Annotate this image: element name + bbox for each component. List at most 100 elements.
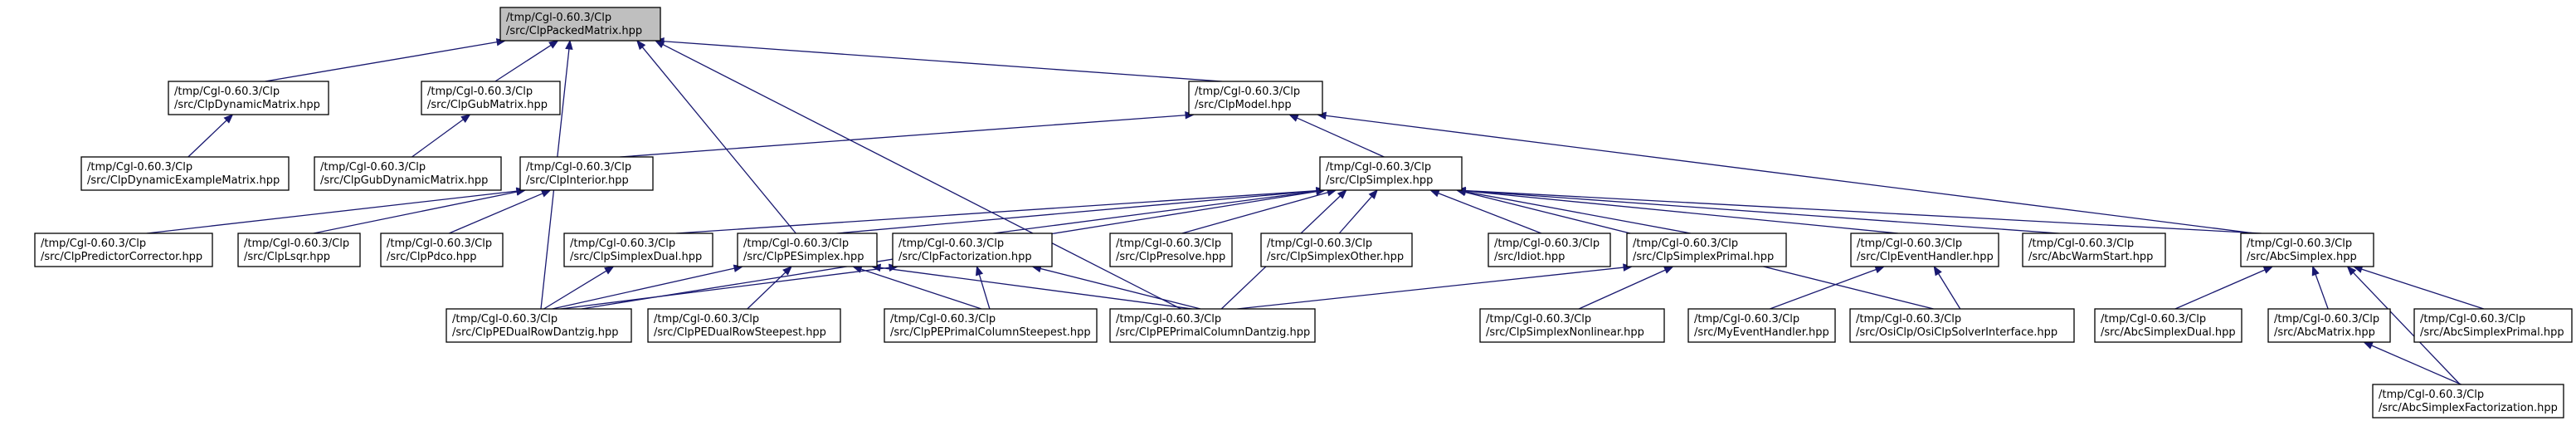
node-box[interactable]	[1488, 233, 1611, 267]
node-box[interactable]	[1626, 233, 1787, 267]
node-box[interactable]	[2372, 384, 2564, 419]
node-path-line1: /tmp/Cgl-0.60.3/Clp	[2379, 389, 2484, 401]
node-path-line1: /tmp/Cgl-0.60.3/Clp	[570, 237, 675, 250]
node-gubmat[interactable]: /tmp/Cgl-0.60.3/Clp/src/ClpGubMatrix.hpp	[421, 81, 561, 115]
node-path-line2: /src/ClpGubDynamicMatrix.hpp	[320, 174, 488, 187]
node-box[interactable]	[1109, 308, 1316, 343]
node-peprimsteep[interactable]: /tmp/Cgl-0.60.3/Clp/src/ClpPEPrimalColum…	[884, 308, 1098, 343]
node-pdco[interactable]: /tmp/Cgl-0.60.3/Clp/src/ClpPdco.hpp	[380, 233, 504, 267]
node-path-line2: /src/ClpPackedMatrix.hpp	[506, 25, 642, 37]
edge-pesimplex-to-simplex	[836, 187, 1327, 234]
node-box[interactable]	[2022, 233, 2166, 267]
node-box[interactable]	[1319, 156, 1463, 191]
node-box[interactable]	[2413, 308, 2573, 343]
node-evhandler[interactable]: /tmp/Cgl-0.60.3/Clp/src/ClpEventHandler.…	[1850, 233, 1999, 267]
node-idiot[interactable]: /tmp/Cgl-0.60.3/Clp/src/Idiot.hpp	[1488, 233, 1611, 267]
node-presolve[interactable]: /tmp/Cgl-0.60.3/Clp/src/ClpPresolve.hpp	[1109, 233, 1233, 267]
node-abcfact[interactable]: /tmp/Cgl-0.60.3/Clp/src/AbcSimplexFactor…	[2372, 384, 2564, 419]
node-box[interactable]	[1188, 81, 1323, 115]
node-pedualsteep[interactable]: /tmp/Cgl-0.60.3/Clp/src/ClpPEDualRowStee…	[647, 308, 841, 343]
edge-presolve-to-simplex	[1181, 188, 1337, 234]
edge-sother-to-simplex	[1338, 188, 1379, 234]
edge-peprimdantz-to-sprimal	[1237, 263, 1634, 310]
node-box[interactable]	[647, 308, 841, 343]
node-dynmat[interactable]: /tmp/Cgl-0.60.3/Clp/src/ClpDynamicMatrix…	[168, 81, 329, 115]
node-path-line1: /tmp/Cgl-0.60.3/Clp	[41, 237, 146, 250]
node-sother[interactable]: /tmp/Cgl-0.60.3/Clp/src/ClpSimplexOther.…	[1260, 233, 1413, 267]
node-box[interactable]	[2267, 308, 2391, 343]
node-path-line2: /src/ClpPEDualRowDantzig.hpp	[452, 326, 618, 339]
node-osiclp[interactable]: /tmp/Cgl-0.60.3/Clp/src/OsiClp/OsiClpSol…	[1849, 308, 2075, 343]
node-box[interactable]	[421, 81, 561, 115]
edge-abcfact-to-abcmatrix	[2363, 341, 2462, 385]
node-path-line1: /tmp/Cgl-0.60.3/Clp	[743, 237, 849, 250]
node-box[interactable]	[168, 81, 329, 115]
edge-dynex-to-dynmat	[187, 114, 234, 158]
edge-abcprimal-to-abcsimplex	[2352, 265, 2485, 310]
node-path-line2: /src/AbcSimplexDual.hpp	[2101, 326, 2236, 339]
node-pesimplex[interactable]: /tmp/Cgl-0.60.3/Clp/src/ClpPESimplex.hpp	[737, 233, 878, 267]
node-box[interactable]	[446, 308, 632, 343]
node-box[interactable]	[1109, 233, 1233, 267]
node-lsqr[interactable]: /tmp/Cgl-0.60.3/Clp/src/ClpLsqr.hpp	[237, 233, 361, 267]
node-myev[interactable]: /tmp/Cgl-0.60.3/Clp/src/MyEventHandler.h…	[1687, 308, 1836, 343]
node-predcorr[interactable]: /tmp/Cgl-0.60.3/Clp/src/ClpPredictorCorr…	[34, 233, 213, 267]
node-box[interactable]	[237, 233, 361, 267]
node-box[interactable]	[1687, 308, 1836, 343]
node-path-line2: /src/ClpPdco.hpp	[387, 251, 477, 263]
node-box[interactable]	[2240, 233, 2374, 267]
edge-pedualrow-to-factor	[560, 263, 899, 310]
node-path-line1: /tmp/Cgl-0.60.3/Clp	[506, 12, 611, 24]
node-model[interactable]: /tmp/Cgl-0.60.3/Clp/src/ClpModel.hpp	[1188, 81, 1323, 115]
node-abcprimal[interactable]: /tmp/Cgl-0.60.3/Clp/src/AbcSimplexPrimal…	[2413, 308, 2573, 343]
node-peprimdantz[interactable]: /tmp/Cgl-0.60.3/Clp/src/ClpPEPrimalColum…	[1109, 308, 1316, 343]
node-path-line1: /tmp/Cgl-0.60.3/Clp	[427, 86, 533, 98]
node-sprimal[interactable]: /tmp/Cgl-0.60.3/Clp/src/ClpSimplexPrimal…	[1626, 233, 1787, 267]
node-gubdyn[interactable]: /tmp/Cgl-0.60.3/Clp/src/ClpGubDynamicMat…	[314, 156, 502, 191]
edge-peprimdantz-to-factor	[1031, 264, 1201, 310]
node-box[interactable]	[1850, 233, 1999, 267]
node-abcmatrix[interactable]: /tmp/Cgl-0.60.3/Clp/src/AbcMatrix.hpp	[2267, 308, 2391, 343]
node-path-line2: /src/ClpPEPrimalColumnSteepest.hpp	[890, 326, 1091, 339]
edge-abcdual-to-abcsimplex	[2174, 266, 2274, 310]
edge-gubdyn-to-gubmat	[411, 114, 471, 158]
node-abcsimplex[interactable]: /tmp/Cgl-0.60.3/Clp/src/AbcSimplex.hpp	[2240, 233, 2374, 267]
node-box[interactable]	[314, 156, 502, 191]
node-box[interactable]	[2094, 308, 2242, 343]
node-path-line2: /src/ClpSimplexDual.hpp	[570, 251, 702, 263]
node-box[interactable]	[499, 7, 661, 42]
node-snonlin[interactable]: /tmp/Cgl-0.60.3/Clp/src/ClpSimplexNonlin…	[1479, 308, 1665, 343]
edge-snonlin-to-sprimal	[1578, 266, 1674, 310]
node-path-line2: /src/ClpPresolve.hpp	[1116, 251, 1225, 263]
node-box[interactable]	[380, 233, 504, 267]
node-packed[interactable]: /tmp/Cgl-0.60.3/Clp/src/ClpPackedMatrix.…	[499, 7, 661, 42]
node-box[interactable]	[1849, 308, 2075, 343]
node-warm[interactable]: /tmp/Cgl-0.60.3/Clp/src/AbcWarmStart.hpp	[2022, 233, 2166, 267]
node-path-line2: /src/ClpSimplex.hpp	[1326, 174, 1433, 187]
edge-abcmatrix-to-abcsimplex	[2311, 265, 2329, 310]
node-sdual[interactable]: /tmp/Cgl-0.60.3/Clp/src/ClpSimplexDual.h…	[563, 233, 713, 267]
node-path-line1: /tmp/Cgl-0.60.3/Clp	[1694, 313, 1799, 326]
node-factor[interactable]: /tmp/Cgl-0.60.3/Clp/src/ClpFactorization…	[892, 233, 1053, 267]
node-box[interactable]	[892, 233, 1053, 267]
node-path-line1: /tmp/Cgl-0.60.3/Clp	[1267, 237, 1372, 250]
node-abcdual[interactable]: /tmp/Cgl-0.60.3/Clp/src/AbcSimplexDual.h…	[2094, 308, 2242, 343]
node-box[interactable]	[519, 156, 654, 191]
node-box[interactable]	[884, 308, 1098, 343]
node-box[interactable]	[1479, 308, 1665, 343]
node-box[interactable]	[80, 156, 290, 191]
node-box[interactable]	[563, 233, 713, 267]
node-path-line1: /tmp/Cgl-0.60.3/Clp	[654, 313, 759, 326]
node-simplex[interactable]: /tmp/Cgl-0.60.3/Clp/src/ClpSimplex.hpp	[1319, 156, 1463, 191]
node-path-line2: /src/ClpSimplexOther.hpp	[1267, 251, 1404, 263]
node-pedualrow[interactable]: /tmp/Cgl-0.60.3/Clp/src/ClpPEDualRowDant…	[446, 308, 632, 343]
node-box[interactable]	[34, 233, 213, 267]
node-path-line2: /src/ClpFactorization.hpp	[898, 251, 1032, 263]
node-dynex[interactable]: /tmp/Cgl-0.60.3/Clp/src/ClpDynamicExampl…	[80, 156, 290, 191]
node-path-line1: /tmp/Cgl-0.60.3/Clp	[2247, 237, 2352, 250]
node-box[interactable]	[737, 233, 878, 267]
node-path-line2: /src/ClpDynamicMatrix.hpp	[174, 99, 320, 111]
node-interior[interactable]: /tmp/Cgl-0.60.3/Clp/src/ClpInterior.hpp	[519, 156, 654, 191]
node-path-line2: /src/ClpInterior.hpp	[526, 174, 629, 187]
node-box[interactable]	[1260, 233, 1413, 267]
